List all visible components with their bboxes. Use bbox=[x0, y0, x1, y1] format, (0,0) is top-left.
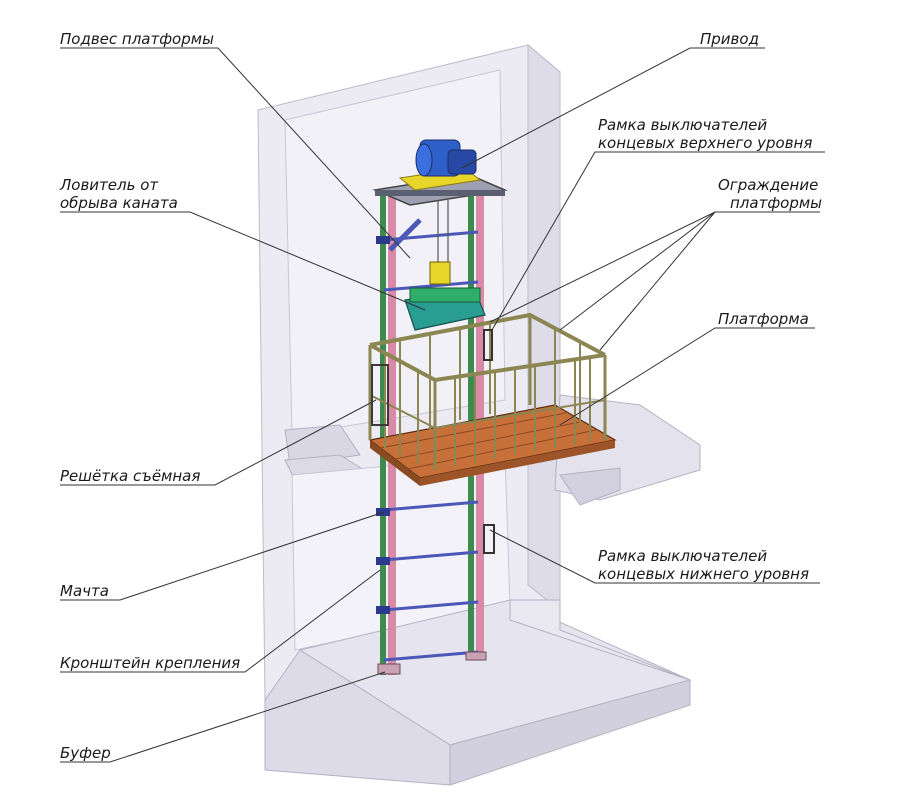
buffer-block bbox=[377, 663, 401, 675]
leader-guard-2 bbox=[559, 211, 716, 331]
catcher-block bbox=[429, 261, 451, 285]
removable-grille bbox=[371, 364, 389, 426]
leader-mast bbox=[60, 511, 385, 601]
label-buffer: Буфер bbox=[60, 744, 111, 762]
carriage bbox=[404, 261, 486, 331]
guard-posts bbox=[368, 315, 607, 470]
labels: Подвес платформы Привод Рамка выключател… bbox=[59, 30, 822, 762]
mast-tie bbox=[388, 218, 422, 252]
head-beam bbox=[375, 190, 505, 196]
label-drive: Привод bbox=[700, 30, 759, 48]
label-lower-frame-1: Рамка выключателей bbox=[598, 547, 767, 565]
upper-limit-frame bbox=[483, 329, 493, 361]
mast-rail-left-pink bbox=[388, 195, 396, 675]
leader-grille bbox=[60, 399, 377, 486]
motor-fan bbox=[415, 143, 433, 177]
label-guard-2: платформы bbox=[730, 194, 822, 212]
label-catcher-2: обрыва каната bbox=[60, 194, 178, 212]
motor-gearbox bbox=[447, 149, 477, 175]
upper-landing-slab bbox=[284, 424, 361, 466]
label-lower-frame-2: концевых нижнего уровня bbox=[598, 565, 809, 583]
buffer-block-right bbox=[465, 651, 487, 661]
leader-guard-3 bbox=[599, 211, 716, 351]
label-upper-frame-1: Рамка выключателей bbox=[598, 116, 767, 134]
foundation-right-step bbox=[509, 599, 691, 681]
leader-platform bbox=[559, 327, 815, 426]
label-suspension: Подвес платформы bbox=[60, 30, 214, 48]
drive-head bbox=[372, 139, 508, 265]
label-bracket: Кронштейн крепления bbox=[60, 654, 240, 672]
mast-rail-left-green bbox=[380, 195, 386, 675]
leader-drive bbox=[461, 47, 765, 169]
foundation-left bbox=[264, 649, 451, 786]
leader-lower-frame bbox=[489, 529, 820, 584]
platform bbox=[368, 312, 617, 486]
label-guard-1: Ограждение bbox=[718, 176, 818, 194]
platform-floor-edge bbox=[370, 440, 420, 486]
carriage-plate bbox=[409, 287, 481, 303]
lower-limit-frame bbox=[483, 524, 495, 554]
leader-catcher bbox=[60, 211, 426, 311]
label-grille: Решётка съёмная bbox=[60, 467, 200, 485]
label-platform: Платформа bbox=[718, 310, 809, 328]
platform-floor-edge-front bbox=[420, 440, 615, 486]
label-upper-frame-2: концевых верхнего уровня bbox=[598, 134, 812, 152]
guard-balusters bbox=[384, 322, 591, 467]
label-mast: Мачта bbox=[60, 582, 109, 600]
label-catcher-1: Ловитель от bbox=[59, 176, 159, 194]
leader-lines bbox=[60, 47, 825, 763]
upper-landing-step bbox=[559, 467, 621, 506]
leader-bracket bbox=[60, 569, 381, 673]
leader-buffer bbox=[60, 671, 386, 763]
leader-suspension bbox=[60, 47, 411, 259]
mast-rungs bbox=[383, 230, 479, 662]
leader-upper-frame bbox=[491, 151, 825, 331]
guard-rail-mid bbox=[369, 394, 606, 430]
